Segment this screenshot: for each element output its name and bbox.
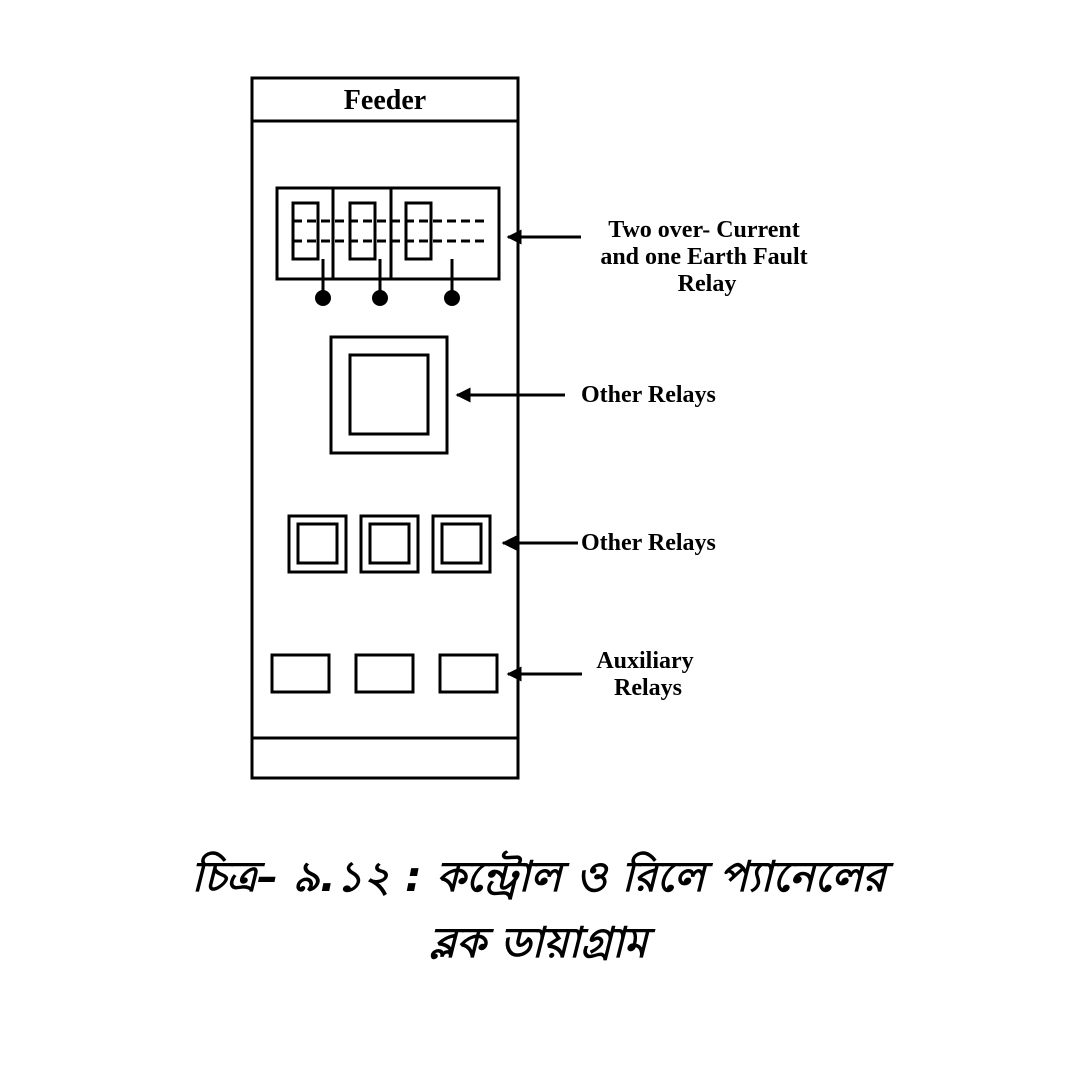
label-auxiliary: Auxiliary Relays: [596, 648, 699, 701]
label-overcurrent-line2: and one Earth Fault: [600, 244, 807, 270]
overcurrent-relay-block: [275, 186, 501, 306]
caption-line-2: ব্লক ডায়াগ্রাম: [429, 918, 648, 967]
caption-line-1: চিত্র– ৯.১২ : কন্ট্রোল ও রিলে প্যানেলের: [191, 852, 886, 901]
label-auxiliary-line1: Auxiliary: [596, 648, 693, 674]
relay-coil-3: [404, 201, 433, 261]
label-auxiliary-line2: Relays: [614, 675, 682, 701]
terminal-dot-2: [372, 290, 388, 306]
relay-coil-2: [348, 201, 377, 261]
auxiliary-relays: [270, 653, 499, 694]
label-overcurrent-line1: Two over- Current: [608, 217, 800, 243]
other-relays-small: [287, 514, 492, 574]
relay-coil-1: [291, 201, 320, 261]
terminal-dot-1: [315, 290, 331, 306]
label-overcurrent-line3: Relay: [678, 271, 737, 297]
label-overcurrent: Two over- Current and one Earth Fault Re…: [600, 217, 813, 297]
label-other-relays-1: Other Relays: [581, 382, 716, 408]
other-relay-large: [329, 335, 449, 455]
terminal-dot-3: [444, 290, 460, 306]
panel-title: Feeder: [344, 85, 426, 116]
label-other-relays-2: Other Relays: [581, 530, 716, 556]
panel-outline: [250, 76, 520, 780]
